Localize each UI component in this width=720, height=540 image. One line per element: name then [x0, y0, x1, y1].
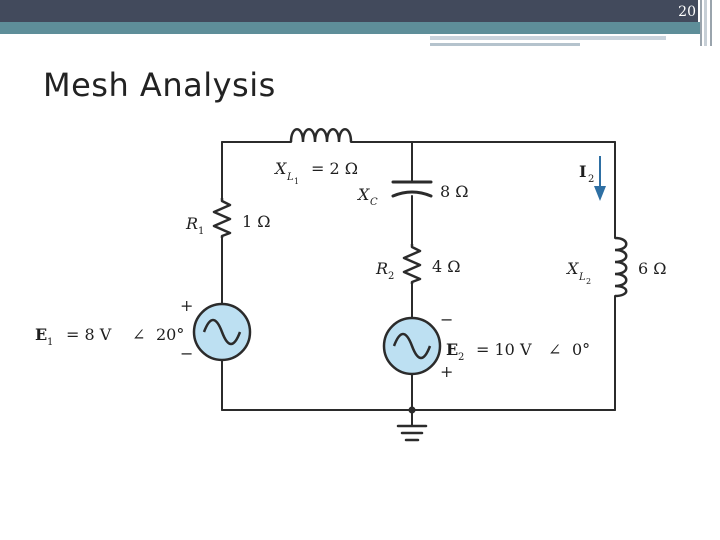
- svg-text:20°: 20°: [156, 325, 184, 344]
- svg-text:+: +: [180, 296, 193, 315]
- svg-text:∠: ∠: [548, 340, 561, 359]
- label-r1: R 1 1 Ω: [185, 212, 271, 237]
- svg-text:E: E: [35, 325, 47, 344]
- slide-number: 20: [678, 4, 696, 20]
- svg-text:R: R: [375, 259, 388, 278]
- svg-text:= 2 Ω: = 2 Ω: [311, 159, 358, 178]
- svg-text:1: 1: [198, 226, 204, 237]
- label-xl2: X L 2 6 Ω: [565, 259, 667, 286]
- svg-text:I: I: [579, 162, 586, 181]
- header-stripe: [0, 22, 700, 34]
- header-accent-line-short: [430, 43, 580, 46]
- svg-text:0°: 0°: [572, 340, 590, 359]
- resistor-r2: [402, 244, 422, 284]
- svg-text:2: 2: [388, 271, 394, 282]
- svg-text:8 Ω: 8 Ω: [440, 182, 469, 201]
- svg-text:X: X: [565, 259, 579, 278]
- current-arrow-i2: [594, 156, 606, 201]
- svg-text:6 Ω: 6 Ω: [638, 259, 667, 278]
- svg-text:−: −: [440, 310, 453, 329]
- slide-title: Mesh Analysis: [43, 66, 276, 104]
- svg-text:2: 2: [588, 174, 594, 185]
- svg-text:∠: ∠: [132, 325, 145, 344]
- svg-text:L: L: [578, 272, 586, 283]
- label-e1: + − E 1 = 8 V ∠ 20°: [35, 296, 193, 363]
- label-e2: − + E 2 = 10 V ∠ 0°: [440, 310, 590, 381]
- svg-text:= 10 V: = 10 V: [476, 340, 532, 359]
- svg-text:X: X: [273, 159, 287, 178]
- voltage-source-e1: [192, 302, 252, 362]
- voltage-source-e2: [382, 316, 442, 376]
- label-r2: R 2 4 Ω: [375, 257, 461, 282]
- svg-text:= 8 V: = 8 V: [66, 325, 112, 344]
- inductor-xl1: [289, 128, 353, 143]
- svg-text:+: +: [440, 362, 453, 381]
- inductor-xl2: [614, 236, 628, 298]
- header-vertical-bar: [704, 0, 707, 46]
- svg-text:1: 1: [294, 177, 299, 186]
- header-vertical-bar: [700, 0, 702, 46]
- header-vertical-bar: [710, 0, 712, 46]
- svg-text:1 Ω: 1 Ω: [242, 212, 271, 231]
- resistor-r1: [212, 198, 232, 238]
- svg-text:E: E: [446, 340, 458, 359]
- svg-text:4 Ω: 4 Ω: [432, 257, 461, 276]
- svg-text:L: L: [286, 172, 294, 183]
- svg-text:R: R: [185, 214, 198, 233]
- label-xc: X C 8 Ω: [356, 182, 469, 208]
- label-xl1: X L 1 = 2 Ω: [273, 159, 358, 186]
- svg-text:2: 2: [586, 277, 591, 286]
- ground-symbol: [396, 406, 428, 442]
- header-bar: [0, 0, 698, 22]
- capacitor-xc: [391, 180, 433, 198]
- svg-text:−: −: [180, 344, 193, 363]
- svg-text:C: C: [370, 197, 378, 208]
- svg-text:X: X: [356, 185, 370, 204]
- label-i2: I 2: [579, 162, 594, 185]
- svg-text:2: 2: [458, 352, 464, 363]
- header-accent-line: [430, 36, 666, 40]
- svg-text:1: 1: [47, 337, 53, 348]
